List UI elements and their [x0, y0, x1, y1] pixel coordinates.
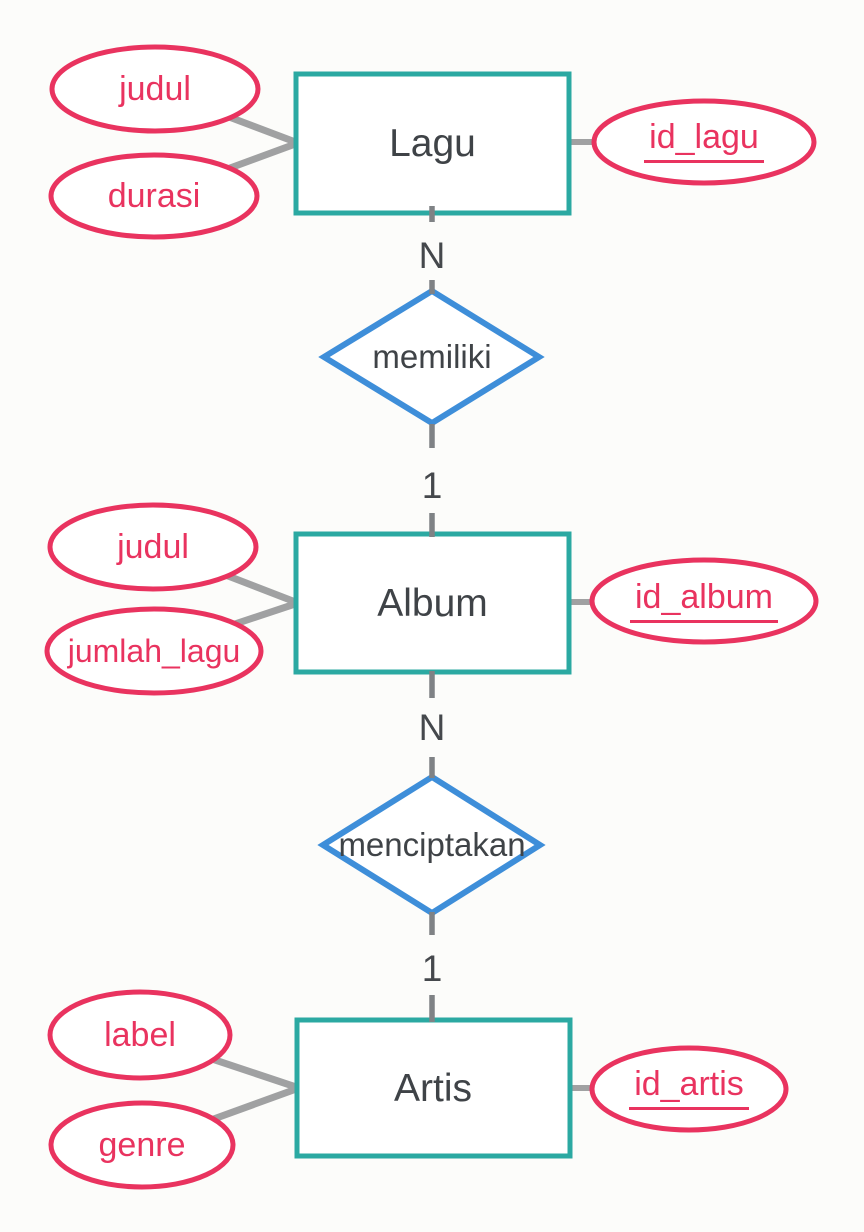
relationship-memiliki-label: memiliki: [372, 338, 492, 375]
primary-key-text: id_lagu: [644, 118, 764, 163]
relationship-memiliki-diamond: [318, 287, 545, 427]
cardinality-menciptakan-1: 1: [421, 948, 443, 989]
attribute-durasi-label: durasi: [107, 176, 201, 215]
attribute-judul-lagu-label: judul: [119, 69, 191, 108]
cardinality-memiliki-n: N: [418, 235, 446, 276]
attribute-id-album-label: id_album: [604, 578, 804, 623]
relationship-menciptakan-label: menciptakan: [338, 826, 526, 863]
attribute-label-ellipse: [47, 989, 233, 1081]
cardinality-memiliki-1: 1: [421, 465, 443, 506]
attribute-durasi-ellipse: [48, 152, 260, 240]
attribute-genre-label: genre: [98, 1125, 186, 1164]
attribute-jumlah-lagu-label: jumlah_lagu: [67, 632, 241, 669]
attribute-id-artis-label: id_artis: [589, 1065, 789, 1110]
attribute-jumlah-lagu-ellipse: [44, 606, 264, 696]
entity-album-label: Album: [377, 581, 488, 625]
primary-key-text: id_artis: [629, 1065, 749, 1110]
cardinality-menciptakan-n: N: [418, 707, 446, 748]
attribute-judul-album-ellipse: [47, 502, 259, 592]
attribute-id-lagu-ellipse: [591, 98, 817, 186]
entity-lagu-box: [293, 71, 572, 216]
entity-artis-box: [294, 1017, 573, 1159]
attribute-label-label: label: [104, 1015, 176, 1054]
entity-lagu-label: Lagu: [389, 121, 476, 165]
attribute-judul-lagu-ellipse: [49, 44, 261, 134]
attribute-genre-ellipse: [48, 1100, 236, 1190]
primary-key-text: id_album: [630, 578, 778, 623]
attribute-judul-album-label: judul: [117, 527, 189, 566]
attribute-id-artis-ellipse: [589, 1045, 789, 1133]
attribute-id-lagu-label: id_lagu: [604, 118, 804, 163]
entity-artis-label: Artis: [394, 1066, 472, 1110]
